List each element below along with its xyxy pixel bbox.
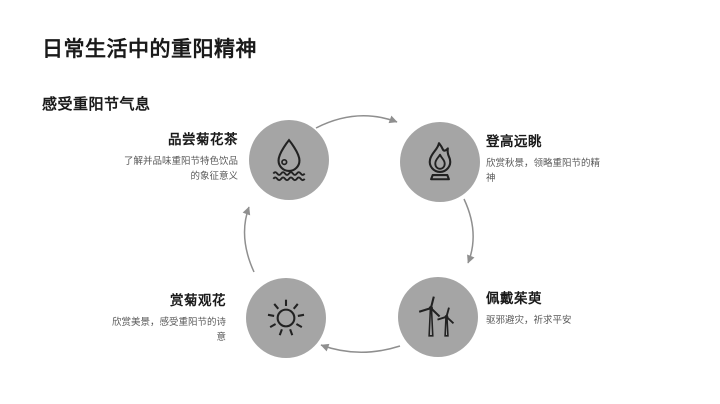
- arrow-right: [463, 198, 475, 264]
- node-desc-tea: 了解并品味重阳节特色饮品的象征意义: [123, 156, 238, 182]
- node-circle-flowers: [246, 278, 326, 358]
- node-circle-cornel: [398, 277, 478, 357]
- node-text-climb: 登高远眺 欣赏秋景，领略重阳节的精神: [486, 133, 604, 186]
- node-text-tea: 品尝菊花茶 了解并品味重阳节特色饮品的象征意义: [120, 131, 238, 184]
- node-text-cornel: 佩戴茱萸 驱邪避灾，祈求平安: [486, 290, 616, 328]
- node-desc-cornel: 驱邪避灾，祈求平安: [486, 315, 572, 326]
- arrow-left: [242, 206, 255, 273]
- arrow-bottom: [320, 343, 401, 353]
- node-circle-tea: [249, 120, 329, 200]
- node-desc-climb: 欣赏秋景，领略重阳节的精神: [486, 158, 601, 184]
- sun-icon: [267, 299, 305, 336]
- node-title-flowers: 赏菊观花: [170, 293, 226, 308]
- arrow-top: [315, 115, 398, 129]
- node-title-tea: 品尝菊花茶: [168, 132, 238, 147]
- node-title-climb: 登高远眺: [486, 134, 542, 149]
- node-circle-climb: [400, 122, 480, 202]
- node-text-flowers: 赏菊观花 欣赏美景，感受重阳节的诗意: [108, 292, 226, 345]
- slide-subtitle: 感受重阳节气息: [42, 96, 151, 113]
- water-drop-icon: [272, 138, 306, 182]
- wind-turbine-icon: [418, 296, 455, 337]
- node-title-cornel: 佩戴茱萸: [486, 291, 542, 306]
- flame-icon: [428, 142, 452, 181]
- slide-title: 日常生活中的重阳精神: [42, 38, 257, 61]
- node-desc-flowers: 欣赏美景，感受重阳节的诗意: [111, 317, 226, 343]
